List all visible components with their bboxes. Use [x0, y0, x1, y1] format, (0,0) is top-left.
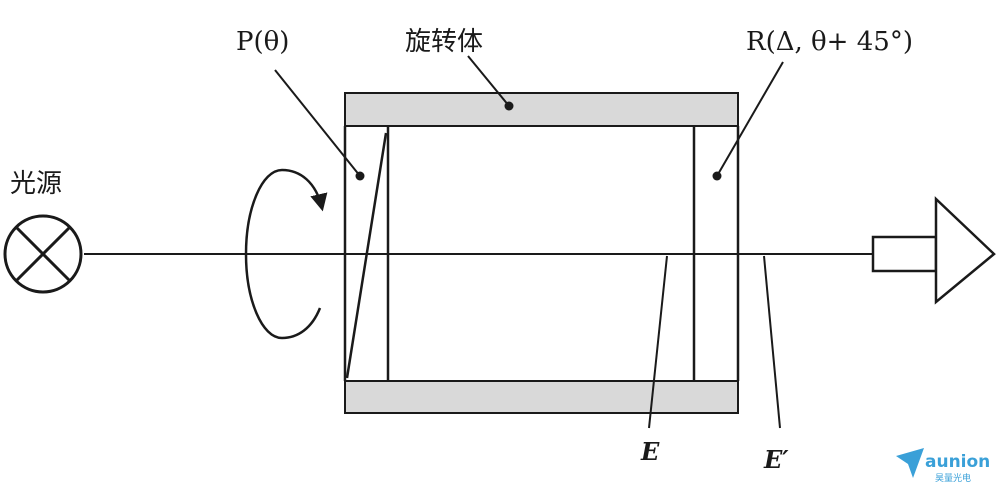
rotating-body-label: 旋转体: [405, 27, 483, 57]
polarizer-label: P(θ): [236, 27, 289, 57]
light-source-icon: [3, 214, 83, 294]
field-e-label: E: [640, 437, 660, 466]
brand-subname: 昊量光电: [935, 472, 971, 484]
polarizer-diagonal: [345, 132, 388, 379]
rotation-arrow-icon: [244, 168, 328, 340]
brand-logo-icon: [896, 448, 924, 478]
brand-watermark: aunion 昊量光电: [896, 448, 990, 484]
rotating-body-bottom-plate: [344, 380, 739, 414]
rotating-body-top-plate: [344, 92, 739, 127]
light-source-label: 光源: [10, 169, 62, 199]
field-e-prime-label: E′: [763, 445, 789, 474]
rotating-body-leader-line: [467, 55, 510, 107]
retarder-label: R(Δ, θ+ 45°): [746, 27, 913, 57]
field-e-leader-line: [648, 255, 668, 429]
detector-icon: [871, 196, 996, 305]
polarizer-leader-line: [274, 69, 361, 177]
rotating-body: [343, 92, 740, 414]
brand-name: aunion: [925, 452, 990, 472]
field-e-prime-leader-line: [763, 255, 781, 429]
retarder-leader-line: [716, 61, 784, 177]
